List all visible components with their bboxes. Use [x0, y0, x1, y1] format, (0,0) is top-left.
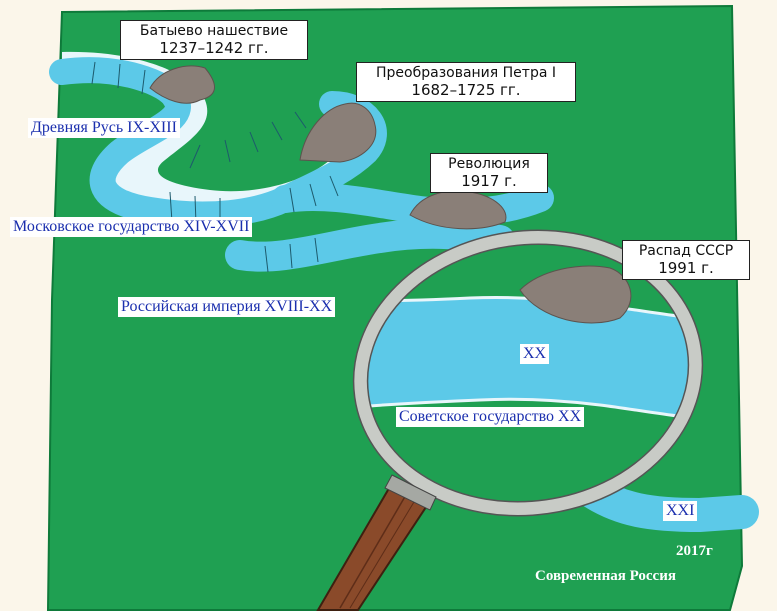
- callout-batu-invasion: Батыево нашествие 1237–1242 гг.: [120, 20, 308, 60]
- era-russian-empire: Российская империя XVIII-XX: [118, 297, 335, 317]
- callout-revolution: Революция 1917 г.: [430, 153, 548, 193]
- callout-revolution-years: 1917 г.: [439, 173, 539, 190]
- era-moscow-state: Московское государство XIV-XVII: [10, 217, 252, 237]
- era-ancient-rus: Древняя Русь IX-XIII: [28, 118, 180, 138]
- callout-batu-years: 1237–1242 гг.: [129, 40, 299, 57]
- callout-ussr-collapse: Распад СССР 1991 г.: [622, 240, 750, 280]
- callout-peter-title: Преобразования Петра I: [376, 65, 556, 81]
- callout-ussr-years: 1991 г.: [631, 260, 741, 277]
- callout-peter-years: 1682–1725 гг.: [365, 82, 567, 99]
- callout-ussr-title: Распад СССР: [639, 243, 733, 259]
- callout-batu-title: Батыево нашествие: [140, 23, 288, 39]
- era-xxi: XXI: [663, 501, 697, 521]
- modern-russia-label: Современная Россия: [535, 568, 676, 585]
- era-soviet-state: Советское государство XX: [396, 407, 584, 427]
- era-xx: XX: [520, 344, 549, 364]
- year-2017-label: 2017г: [676, 543, 713, 560]
- callout-revolution-title: Революция: [448, 156, 530, 172]
- callout-peter-reforms: Преобразования Петра I 1682–1725 гг.: [356, 62, 576, 102]
